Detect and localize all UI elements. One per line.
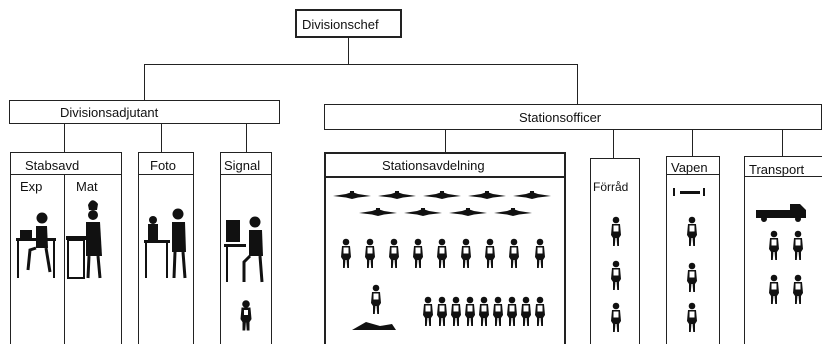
transport-pictogram: [756, 204, 806, 304]
connector-root-bus: [144, 64, 578, 65]
exp-clerk-pictogram: [16, 212, 56, 278]
connector-adj-to-signal: [246, 124, 247, 152]
divisionschef-box: Divisionschef: [295, 9, 402, 38]
divisionsadjutant-label: Divisionsadjutant: [60, 105, 159, 120]
vapen-label: Vapen: [671, 160, 708, 175]
connector-adj-to-foto: [161, 124, 162, 152]
connector-so-to-stationsavdelning: [445, 130, 446, 152]
connector-so-to-transport: [782, 130, 783, 156]
stationsofficer-label: Stationsofficer: [519, 110, 602, 125]
connector-so-to-forrad: [613, 130, 614, 158]
stationsavdelning-header-rule: [324, 176, 566, 178]
connector-to-stationsofficer: [577, 64, 578, 104]
foto-photographer-pictogram: [144, 208, 187, 279]
signal-header-rule: [220, 174, 272, 175]
stabsavd-split-rule: [64, 174, 65, 344]
stabsavd-box: Stabsavd: [10, 152, 122, 344]
foto-label: Foto: [150, 158, 177, 173]
divisionsadjutant-box: Divisionsadjutant: [9, 100, 280, 124]
mat-label: Mat: [76, 179, 98, 194]
mat-cook-pictogram: [66, 200, 102, 279]
connector-to-divisionsadjutant: [144, 64, 145, 100]
connector-adj-to-stabsavd: [64, 124, 65, 152]
vapen-header-rule: [666, 174, 720, 175]
stationsavdelning-label: Stationsavdelning: [382, 158, 485, 173]
stabsavd-label: Stabsavd: [25, 158, 80, 173]
stabsavd-header-rule: [10, 174, 122, 175]
forrad-personnel: [611, 216, 621, 332]
signal-label: Signal: [224, 158, 261, 173]
transport-label: Transport: [749, 162, 805, 177]
stationsavdelning-personnel: [341, 238, 545, 330]
transport-box: Transport: [744, 156, 822, 344]
vapen-pictogram: [673, 188, 705, 332]
stationsavdelning-aircraft: [333, 191, 551, 216]
divisionschef-label: Divisionschef: [302, 17, 379, 32]
stationsofficer-box: Stationsofficer: [324, 104, 822, 130]
transport-header-rule: [744, 176, 822, 177]
connector-so-to-vapen: [692, 130, 693, 156]
forrad-label: Förråd: [593, 180, 629, 194]
connector-root-down: [348, 38, 349, 64]
signal-operator-pictogram: [224, 216, 264, 331]
exp-label: Exp: [20, 179, 43, 194]
foto-header-rule: [138, 174, 194, 175]
